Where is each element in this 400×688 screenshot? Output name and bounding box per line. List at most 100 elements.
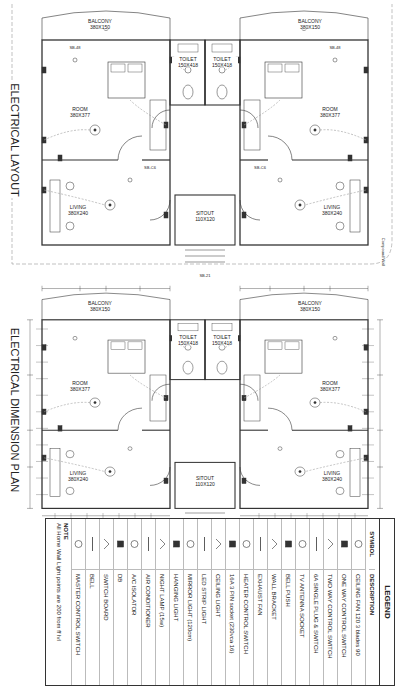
- wall-line: [36, 395, 48, 396]
- ceiling-fan: [295, 200, 305, 210]
- wall-line: [42, 286, 43, 292]
- legend-row: MIRROR LIGHT (120cm): [183, 519, 197, 685]
- toilet-wall: [170, 40, 205, 105]
- wall-line: [330, 286, 331, 292]
- legend-row: BELL: [85, 519, 99, 685]
- room-label: LIVING 380X240: [62, 205, 94, 216]
- wall-line: [240, 159, 268, 160]
- fan-hub: [109, 204, 111, 206]
- wall-line: [292, 159, 368, 160]
- legend-symbol: [296, 519, 309, 570]
- balcony-outline: [42, 11, 170, 40]
- sitout: [175, 462, 235, 508]
- balcony-outline: [42, 293, 170, 320]
- step: [185, 256, 225, 257]
- sofa: [350, 449, 360, 497]
- wall-line: [362, 494, 374, 495]
- legend-row: A/C ISOLATOR: [127, 519, 141, 685]
- room-label: TOILET 150X418: [206, 57, 238, 68]
- note-heading: NOTE: [63, 519, 71, 685]
- tag-label: SB-21: [198, 274, 211, 278]
- wc: [183, 85, 193, 99]
- room-label: LIVING 380X240: [316, 471, 348, 482]
- legend-symbol: [114, 519, 127, 570]
- fan-hub: [94, 401, 96, 403]
- symbol-mark: [272, 539, 277, 549]
- basin: [212, 44, 232, 52]
- symbol-mark: [92, 537, 93, 551]
- pillow: [268, 342, 282, 349]
- room-label: SITOUT 110X120: [189, 476, 221, 487]
- legend-symbol: [184, 519, 197, 570]
- wall-line: [42, 159, 118, 160]
- pillow: [285, 342, 299, 349]
- wall-line: [240, 515, 368, 516]
- wall-line: [36, 345, 48, 346]
- wall-line: [142, 430, 170, 431]
- legend-text: 16A 3 PIN socket (230vca 16): [230, 570, 236, 653]
- fan-hub: [94, 129, 96, 131]
- fan-hub: [299, 204, 301, 206]
- legend-text: 6A SINGLE PLUG & SWITCH: [314, 570, 320, 654]
- legend-row: MASTER CONTROL SWITCH: [71, 519, 85, 685]
- symbol-mark: [328, 539, 333, 549]
- room-label: SITOUT 110X120: [189, 211, 221, 222]
- legend-text: BELL: [90, 570, 96, 589]
- wall-line: [42, 515, 170, 516]
- ceiling-fan: [90, 125, 100, 135]
- bed: [265, 340, 302, 373]
- legend-text: BELL PUSH: [286, 570, 292, 607]
- legend-row: BELL PUSH: [281, 519, 295, 685]
- bed: [108, 62, 145, 98]
- legend-text: AIR CONDITIONER: [146, 570, 152, 628]
- wall-line: [142, 159, 170, 160]
- legend-text: WALL BRACKET: [272, 570, 278, 620]
- wall-line: [377, 467, 383, 468]
- legend-text: ONE WAY CONTROL SWITCH: [342, 570, 348, 658]
- wiring: [44, 190, 105, 205]
- door-swing: [118, 408, 142, 430]
- wall-line: [36, 494, 48, 495]
- wall-line: [240, 430, 268, 431]
- tag-label: SB-48: [328, 46, 341, 50]
- room-label: ROOM 380X377: [64, 107, 96, 118]
- chair: [336, 182, 344, 190]
- tag-label: Compound Wall: [381, 237, 385, 267]
- wall-line: [362, 461, 374, 462]
- wall-line: [368, 286, 369, 292]
- exhaust-fan: [185, 67, 191, 73]
- chair: [66, 182, 74, 190]
- fan-hub: [109, 470, 111, 472]
- wall-bracket: [333, 336, 337, 340]
- ceiling-fan: [105, 467, 115, 476]
- legend-symbol: [128, 519, 141, 570]
- legend-row: HEATER CONTROL SWITCH: [239, 519, 253, 685]
- wall-line: [362, 478, 374, 479]
- wall-line: [380, 320, 381, 509]
- wall-bracket: [73, 58, 77, 62]
- compound-wall: [12, 4, 392, 264]
- symbol-mark: [174, 541, 180, 547]
- balcony-outline: [240, 293, 368, 320]
- basin: [178, 323, 198, 330]
- symbol-mark: [75, 541, 82, 548]
- chair: [66, 450, 74, 457]
- room-label: TOILET 150X418: [172, 335, 204, 346]
- wall-line: [36, 378, 48, 379]
- ceiling-fan: [310, 398, 320, 407]
- pillow: [128, 342, 142, 349]
- tag-label: SB-C6: [143, 166, 157, 170]
- legend-text: NIGHT LAMP (15w): [160, 570, 166, 627]
- step: [185, 250, 225, 251]
- legend-text: LED STRIP LIGHT: [202, 570, 208, 624]
- pillow: [285, 64, 299, 72]
- pillow: [111, 342, 125, 349]
- balcony-outline: [240, 11, 368, 40]
- door-swing: [152, 384, 170, 401]
- legend-symbol: [240, 519, 253, 570]
- legend-row: TV ANTENNA SOCKET: [295, 519, 309, 685]
- step: [185, 513, 225, 514]
- wall-line: [362, 444, 374, 445]
- pillow: [111, 64, 125, 72]
- wall-line: [36, 478, 48, 479]
